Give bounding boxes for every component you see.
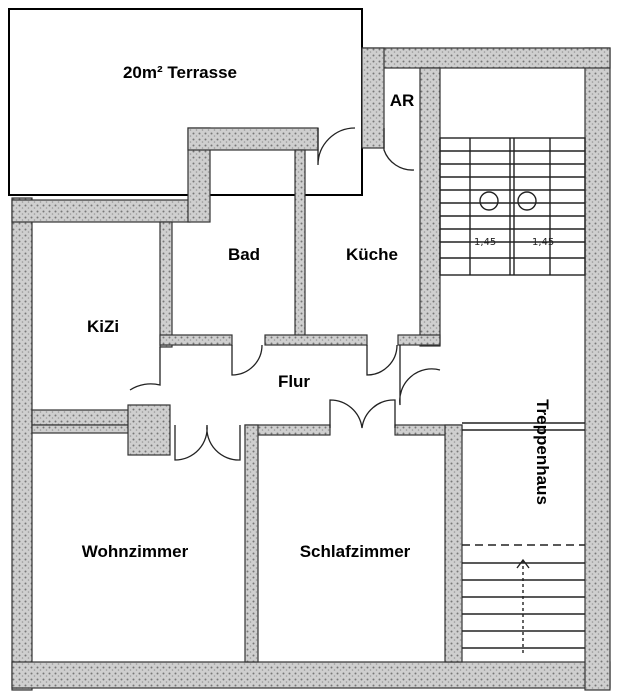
- terrace-outline: [8, 8, 363, 196]
- label-living-room: Wohnzimmer: [82, 542, 189, 561]
- stair-width-right: 1,45: [532, 237, 554, 248]
- doors: [129, 127, 441, 461]
- label-bedroom: Schlafzimmer: [300, 542, 411, 561]
- label-stairwell: Treppenhaus: [533, 399, 552, 505]
- stair-width-left: 1,45: [474, 237, 496, 248]
- lower-stairs: [462, 544, 585, 655]
- label-terrace: 20m² Terrasse: [123, 63, 237, 82]
- label-bathroom: Bad: [228, 245, 260, 264]
- label-kids-room: KiZi: [87, 317, 119, 336]
- label-hallway: Flur: [278, 372, 310, 391]
- label-storage: AR: [390, 91, 415, 110]
- label-kitchen: Küche: [346, 245, 398, 264]
- upper-stairs: 1,45 1,45: [439, 137, 586, 276]
